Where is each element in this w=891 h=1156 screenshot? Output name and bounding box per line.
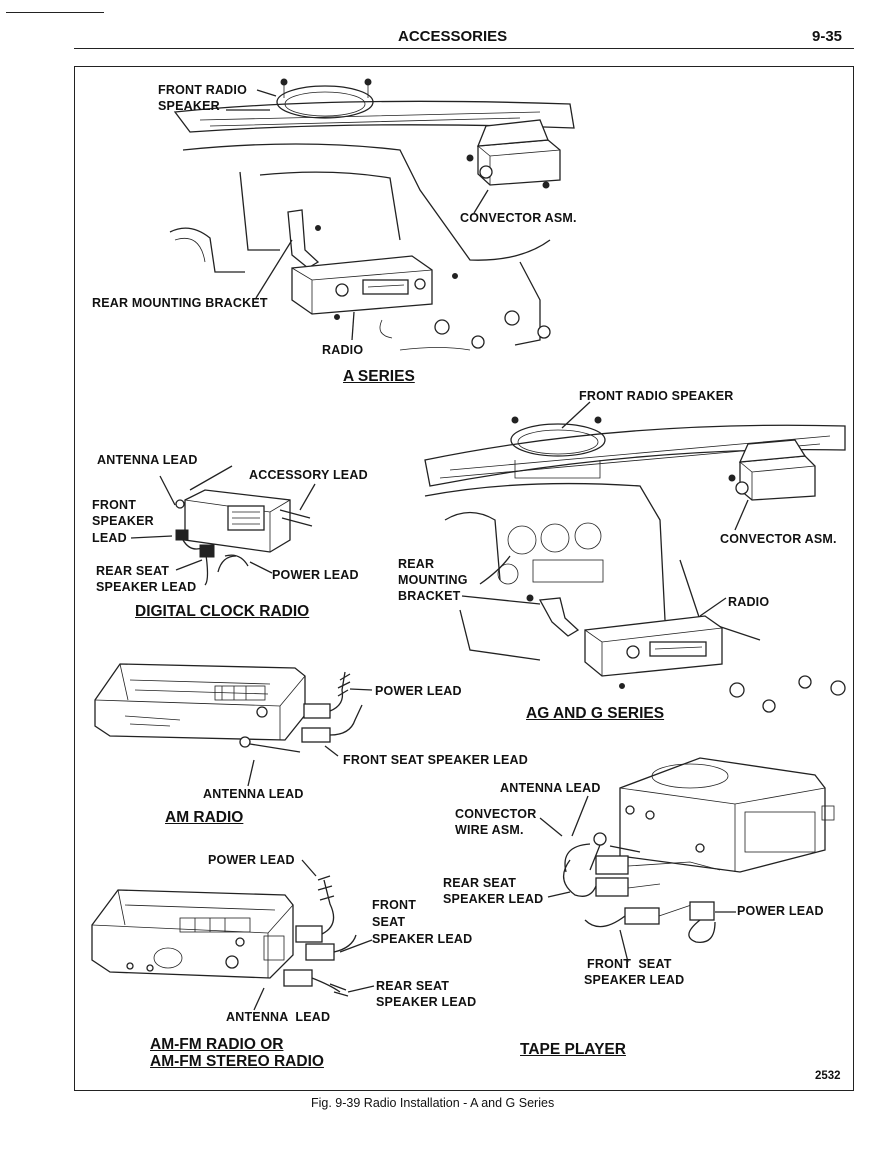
dcr-front-speaker-lead-label-1: FRONT <box>92 498 137 512</box>
tp-rear-seat-speaker-lead-label-1: REAR SEAT <box>443 876 517 890</box>
amfm-antenna-lead-label: ANTENNA LEAD <box>226 1010 331 1024</box>
tp-convector-wire-asm-label-1: CONVECTOR <box>455 807 537 821</box>
dcr-rear-seat-speaker-lead-label-1: REAR SEAT <box>96 564 170 578</box>
a-front-radio-speaker-label-1: FRONT RADIO <box>158 83 247 97</box>
am-fm-radio-illustration <box>91 859 375 1011</box>
ag-rear-mounting-bracket-label-1: REAR <box>398 557 435 571</box>
dcr-antenna-lead-label: ANTENNA LEAD <box>97 453 198 467</box>
figure-panel <box>74 66 854 1091</box>
am-radio-caption: AM RADIO <box>165 809 244 826</box>
digital-clock-radio-illustration <box>130 465 316 586</box>
tp-front-seat-speaker-lead-label-1: FRONT SEAT <box>587 957 672 971</box>
ag-g-series-caption: AG AND G SERIES <box>526 705 665 722</box>
ag-convector-asm-label: CONVECTOR ASM. <box>720 532 837 546</box>
a-series-caption: A SERIES <box>343 368 415 385</box>
tp-convector-wire-asm-label-2: WIRE ASM. <box>455 823 524 837</box>
tp-power-lead-label: POWER LEAD <box>737 904 824 918</box>
dcr-rear-seat-speaker-lead-label-2: SPEAKER LEAD <box>96 580 197 594</box>
dcr-front-speaker-lead-label-3: LEAD <box>92 531 127 545</box>
am-antenna-lead-label: ANTENNA LEAD <box>203 787 304 801</box>
a-convector-asm-label: CONVECTOR ASM. <box>460 211 577 225</box>
am-front-seat-speaker-lead-label: FRONT SEAT SPEAKER LEAD <box>343 753 528 767</box>
amfm-rear-seat-speaker-lead-label-1: REAR SEAT <box>376 979 450 993</box>
amfm-power-lead-label: POWER LEAD <box>208 853 295 867</box>
tape-player-illustration <box>539 757 835 963</box>
am-radio-illustration <box>94 663 373 787</box>
section-title: ACCESSORIES <box>398 28 508 45</box>
amfm-front-seat-speaker-lead-label-2: SEAT <box>372 915 406 929</box>
figure-ref-number: 2532 <box>815 1070 841 1082</box>
a-series-illustration <box>169 78 575 351</box>
dcr-front-speaker-lead-label-2: SPEAKER <box>92 514 154 528</box>
a-rear-mounting-bracket-label: REAR MOUNTING BRACKET <box>92 296 268 310</box>
tp-front-seat-speaker-lead-label-2: SPEAKER LEAD <box>584 973 685 987</box>
tape-player-caption: TAPE PLAYER <box>520 1041 626 1058</box>
page-number: 9-35 <box>812 28 843 45</box>
ag-rear-mounting-bracket-label-2: MOUNTING <box>398 573 468 587</box>
am-fm-radio-caption-2: AM-FM STEREO RADIO <box>150 1053 324 1070</box>
tp-rear-seat-speaker-lead-label-2: SPEAKER LEAD <box>443 892 544 906</box>
dcr-power-lead-label: POWER LEAD <box>272 568 359 582</box>
figure-caption: Fig. 9-39 Radio Installation - A and G S… <box>311 1096 555 1110</box>
amfm-front-seat-speaker-lead-label-3: SPEAKER LEAD <box>372 932 473 946</box>
header-rule-short <box>6 12 104 13</box>
digital-clock-radio-caption: DIGITAL CLOCK RADIO <box>135 603 310 620</box>
ag-front-radio-speaker-label: FRONT RADIO SPEAKER <box>579 389 734 403</box>
ag-g-series-illustration <box>424 401 846 713</box>
a-radio-label: RADIO <box>322 343 364 357</box>
tp-antenna-lead-label: ANTENNA LEAD <box>500 781 601 795</box>
header-rule <box>74 48 854 49</box>
a-front-radio-speaker-label-2: SPEAKER <box>158 99 220 113</box>
ag-radio-label: RADIO <box>728 595 770 609</box>
am-power-lead-label: POWER LEAD <box>375 684 462 698</box>
dcr-accessory-lead-label: ACCESSORY LEAD <box>249 468 368 482</box>
amfm-rear-seat-speaker-lead-label-2: SPEAKER LEAD <box>376 995 477 1009</box>
am-fm-radio-caption-1: AM-FM RADIO OR <box>150 1036 284 1053</box>
ag-rear-mounting-bracket-label-3: BRACKET <box>398 589 461 603</box>
amfm-front-seat-speaker-lead-label-1: FRONT <box>372 898 417 912</box>
